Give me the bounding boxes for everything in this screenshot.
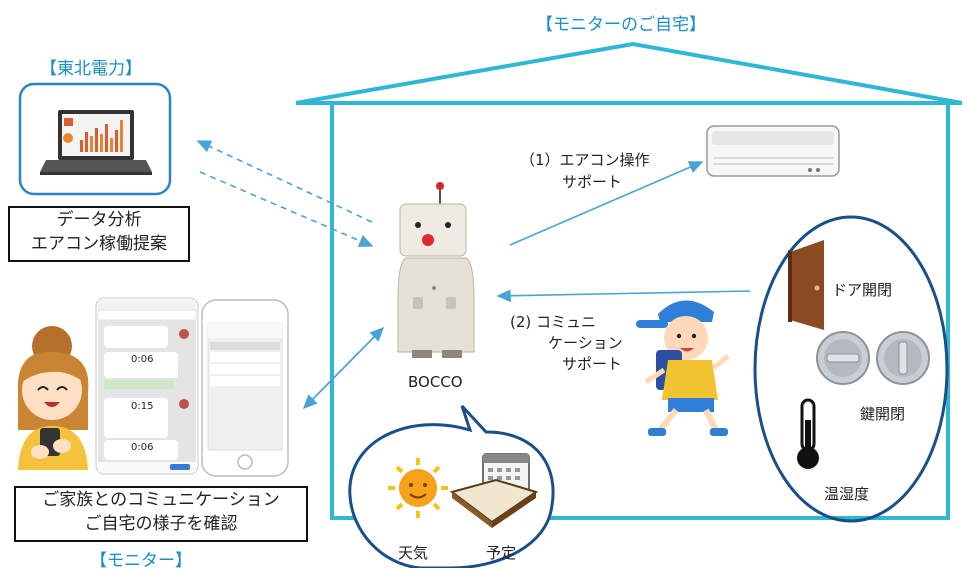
dashed-arrow-to-bocco <box>199 171 374 247</box>
comm-support-line2: ケーション <box>548 334 623 352</box>
thermometer-icon <box>797 398 819 469</box>
house-outline <box>295 41 963 520</box>
phone-time-label-1: 0:06 <box>131 354 154 365</box>
monitor-home-title: 【モニターのご自宅】 <box>536 15 706 35</box>
bocco-label: BOCCO <box>408 373 463 391</box>
aircon-support-line1: （1）エアコン操作 <box>520 151 650 169</box>
phone-chat-screen <box>95 297 199 475</box>
door-icon <box>788 240 824 330</box>
tohoku-title: 【東北電力】 <box>40 59 142 79</box>
monitor-role-box: ご家族とのコミュニケーション ご自宅の様子を確認 <box>14 486 308 542</box>
sensor-door-label: ドア開閉 <box>832 281 893 299</box>
arrow-from-sensors <box>496 289 751 303</box>
sensor-temp-label: 温湿度 <box>824 485 870 503</box>
speech-bubble <box>348 404 555 568</box>
tohoku-role-box: データ分析 エアコン稼働提案 <box>8 206 190 262</box>
tohoku-box-line1: データ分析 <box>56 210 142 230</box>
air-conditioner-icon <box>706 125 840 177</box>
arrow-bocco-to-phone <box>302 327 384 410</box>
comm-support-line3: サポート <box>562 355 623 373</box>
monitor-box-line2: ご自宅の様子を確認 <box>84 514 238 534</box>
bubble-weather-label: 天気 <box>398 544 429 562</box>
tohoku-box-line2: エアコン稼働提案 <box>31 234 167 254</box>
bocco-robot-icon <box>397 182 475 358</box>
phone-time-label-2: 0:15 <box>131 401 154 412</box>
monitor-title: 【モニター】 <box>90 551 192 571</box>
arrow-to-aircon <box>509 161 704 246</box>
monitor-box-line1: ご家族とのコミュニケーション <box>42 490 280 510</box>
comm-support-line1: (2) コミュニ <box>510 313 597 331</box>
sensor-lock-label: 鍵開閉 <box>860 405 906 423</box>
aircon-support-line2: サポート <box>562 173 623 191</box>
boy-icon <box>636 300 730 436</box>
lock-knob-icon <box>816 331 930 385</box>
phone-list-screen <box>201 299 289 477</box>
phone-time-label-3: 0:06 <box>131 442 154 453</box>
woman-icon <box>17 326 89 470</box>
dashed-arrow-to-tohoku <box>196 140 373 223</box>
bubble-schedule-label: 予定 <box>486 544 517 562</box>
sensors-outline <box>753 215 949 523</box>
calendar-notebook-icon <box>449 453 539 528</box>
sun-icon <box>388 458 448 518</box>
laptop-icon <box>40 110 152 175</box>
